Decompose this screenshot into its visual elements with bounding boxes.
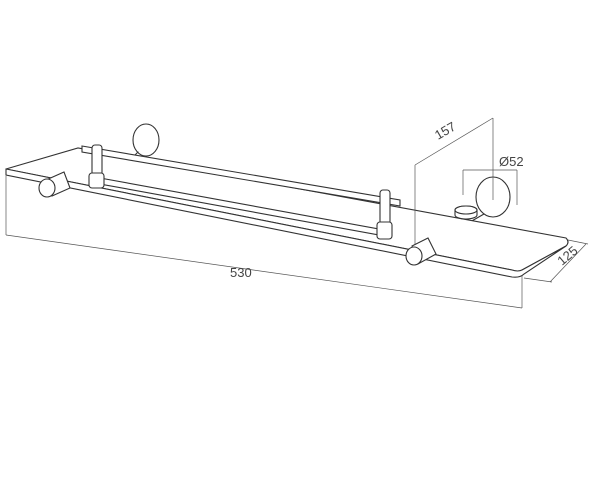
- dimension-157-label: 157: [432, 119, 458, 143]
- upper-rail: [81, 145, 401, 207]
- support-left: [38, 171, 71, 198]
- dimension-mount-diameter: Ø52: [462, 154, 524, 205]
- dimension-length: 530: [5, 176, 523, 309]
- dimension-52-label: Ø52: [499, 154, 524, 169]
- shelf-clamp-disc: [454, 205, 478, 220]
- dimension-530-label: 530: [230, 265, 252, 280]
- rail-post-right: [376, 189, 393, 240]
- support-right: [405, 237, 437, 266]
- rail-post-left: [88, 144, 105, 189]
